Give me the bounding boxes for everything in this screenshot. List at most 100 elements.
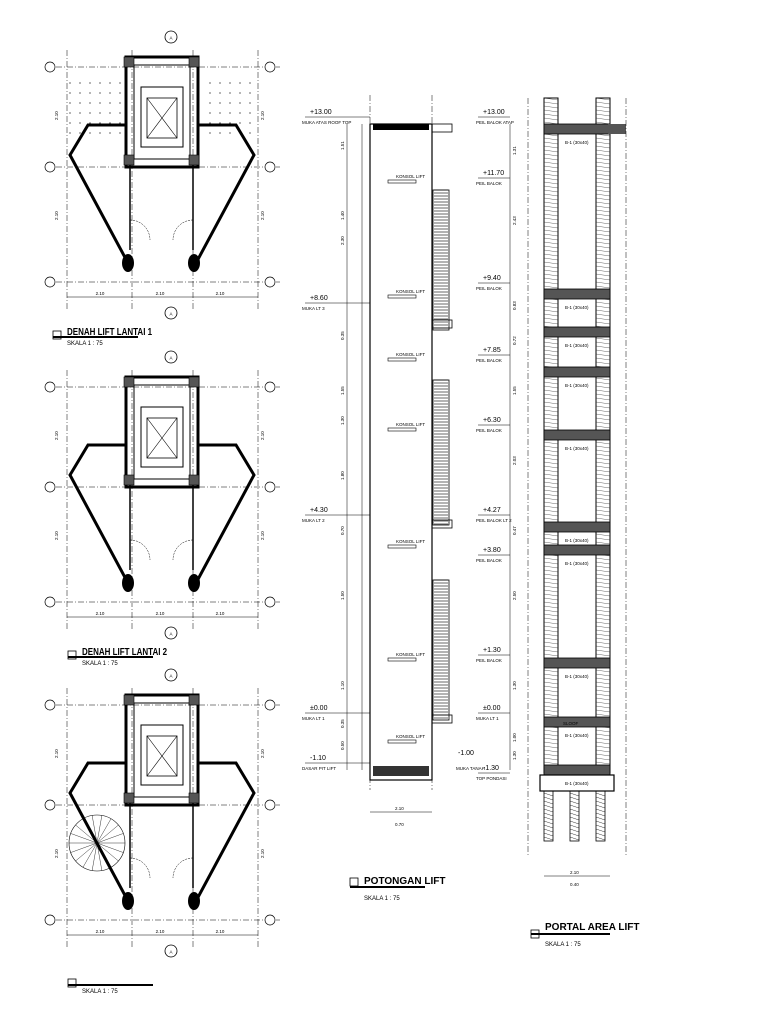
round-column	[122, 892, 134, 910]
column	[123, 376, 135, 388]
column-hatch	[595, 321, 611, 325]
floor-hatch	[69, 102, 71, 104]
column-hatch	[595, 213, 611, 217]
shaft-wall	[124, 375, 200, 489]
column-hatch	[595, 669, 611, 673]
column-hatch	[543, 689, 559, 693]
column-hatch	[595, 597, 611, 601]
column-hatch	[595, 229, 611, 233]
floor-hatch	[229, 122, 231, 124]
column-hatch	[543, 649, 559, 653]
column-hatch	[595, 285, 611, 289]
floor-hatch	[89, 112, 91, 114]
column-hatch	[595, 485, 611, 489]
grid-bubble	[44, 799, 56, 811]
title-marker	[67, 650, 77, 660]
pile-hatch	[569, 816, 580, 821]
floor-hatch	[119, 112, 121, 114]
column-hatch	[595, 253, 611, 257]
column-hatch	[543, 593, 559, 597]
scale-label: SKALA 1 : 75	[82, 661, 118, 667]
column-hatch	[595, 145, 611, 149]
column-hatch	[543, 229, 559, 233]
door-swing	[129, 219, 151, 241]
car-diagonal	[146, 417, 178, 459]
column-hatch	[543, 749, 559, 753]
column-hatch	[543, 685, 559, 689]
car-diagonal	[146, 735, 178, 777]
column-hatch	[595, 189, 611, 193]
pile-hatch	[595, 828, 606, 833]
column-hatch	[595, 221, 611, 225]
column-hatch	[595, 461, 611, 465]
column-hatch	[543, 597, 559, 601]
column-hatch	[595, 533, 611, 537]
level-note: PEIL BALOK	[476, 358, 502, 363]
door-swing	[129, 857, 151, 879]
column-hatch	[543, 445, 559, 449]
column-hatch	[543, 225, 559, 229]
floor-hatch	[109, 132, 111, 134]
column-hatch	[595, 617, 611, 621]
column-hatch	[595, 761, 611, 765]
dim-text: 2.10	[96, 611, 105, 616]
dim-text: 2.10	[96, 291, 105, 296]
floor-hatch	[219, 132, 221, 134]
column-hatch	[543, 241, 559, 245]
column-hatch	[595, 541, 611, 545]
column-hatch	[543, 105, 559, 109]
column-hatch	[595, 97, 611, 101]
column-hatch	[595, 753, 611, 757]
floor-hatch	[119, 92, 121, 94]
dim-text: 1.10	[340, 681, 345, 690]
column-hatch	[595, 457, 611, 461]
dim-text: 2.10	[54, 431, 59, 440]
axis-bubble-bottom	[164, 944, 178, 958]
floor-hatch	[239, 102, 241, 104]
level-value: +13.00	[310, 109, 332, 116]
column	[188, 694, 200, 706]
dim-text: 1.80	[340, 471, 345, 480]
pile-hatch	[595, 816, 606, 821]
column-hatch	[595, 345, 611, 349]
column-hatch	[543, 613, 559, 617]
title-marker	[349, 877, 359, 887]
plan-title: DENAH LIFT LANTAI 1	[67, 326, 152, 337]
pile-hatch	[543, 816, 554, 821]
column-hatch	[543, 473, 559, 477]
floor-hatch	[209, 112, 211, 114]
level-note: PEIL BALOK	[476, 286, 502, 291]
pile-hatch	[543, 808, 554, 813]
column-hatch	[543, 533, 559, 537]
level-value: +4.30	[310, 507, 328, 514]
column-hatch	[595, 577, 611, 581]
column-hatch	[595, 257, 611, 261]
column-hatch	[595, 249, 611, 253]
column-hatch	[595, 377, 611, 381]
column-hatch	[543, 541, 559, 545]
column-hatch	[543, 477, 559, 481]
column-hatch	[543, 697, 559, 701]
column	[123, 792, 135, 804]
floor-hatch	[219, 82, 221, 84]
column-hatch	[595, 181, 611, 185]
column-hatch	[595, 185, 611, 189]
column-hatch	[595, 209, 611, 213]
column-hatch	[543, 161, 559, 165]
column-hatch	[543, 157, 559, 161]
column-hatch	[595, 109, 611, 113]
floor-hatch	[219, 122, 221, 124]
level-note: DASAR PIT LIFT	[302, 766, 336, 771]
column-hatch	[543, 505, 559, 509]
level-value: -1.30	[483, 765, 499, 772]
dim-text: 0.70	[340, 526, 345, 535]
column-hatch	[543, 317, 559, 321]
column-hatch	[595, 737, 611, 741]
shaft-inner	[133, 384, 191, 480]
stair-tread	[96, 842, 112, 868]
column-hatch	[595, 441, 611, 445]
column-hatch	[595, 473, 611, 477]
